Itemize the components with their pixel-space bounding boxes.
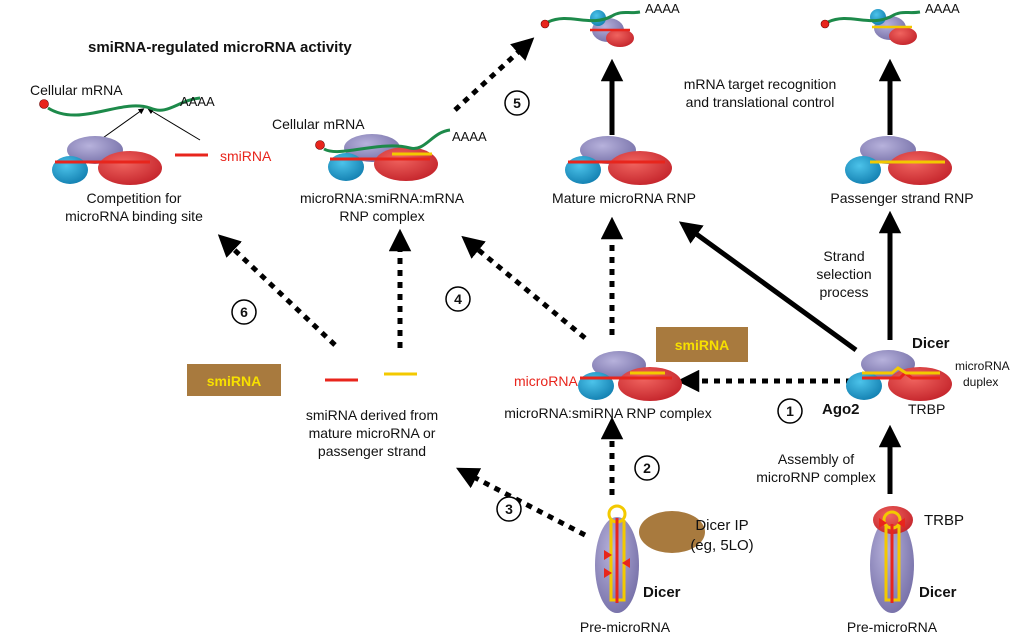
rnp-competition [52,136,162,185]
label-derived-2: mature microRNA or [309,425,436,441]
label-target-1: mRNA target recognition [684,76,837,92]
label-ago2: Ago2 [822,401,860,418]
rnp-top-center [540,10,641,47]
mrna-mid [323,128,451,154]
label-derived-3: passenger strand [318,443,426,459]
arrow-step4 [461,235,587,340]
arrow-duplex-to-mature [678,221,858,353]
diagram-title: smiRNA-regulated microRNA activity [88,39,352,56]
svg-text:2: 2 [643,460,651,476]
label-ternary-1: microRNA:smiRNA:mRNA [300,190,465,206]
label-strand-3: process [819,284,868,300]
rnp-passenger [845,136,952,185]
smirna-box-right [656,327,748,362]
step-circle-6: 6 [231,299,257,325]
label-smirna-box-right: smiRNA [675,337,729,353]
step-circle-5: 5 [504,90,530,116]
label-cellular-mrna-mid: Cellular mRNA [272,116,365,132]
svg-text:3: 3 [505,501,513,517]
label-dicer-bottom-right: Dicer [919,584,957,601]
step-markers: 1 2 3 4 5 6 [231,90,803,522]
label-competition-2: microRNA binding site [65,208,203,224]
label-mirsmi-rnp: microRNA:smiRNA RNP complex [504,405,711,421]
label-passenger-rnp: Passenger strand RNP [830,190,973,206]
rnp-ternary [328,134,438,181]
svg-text:5: 5 [513,95,521,111]
rnp-top-right [820,9,921,45]
pre-microrna-mid [595,504,705,613]
arrow-step3 [456,467,587,538]
label-trbp-1: TRBP [908,401,945,417]
label-polya-3: AAAA [645,1,680,16]
label-assembly-2: microRNP complex [756,469,876,485]
smirna-box-left [187,364,281,396]
label-smirna-box-left: smiRNA [207,373,261,389]
label-strand-1: Strand [823,248,864,264]
label-target-2: and translational control [686,94,835,110]
svg-text:4: 4 [454,291,462,307]
label-microrna-duplex-1: microRNA [955,359,1010,373]
arrow-step6 [217,234,337,347]
labels: Cellular mRNA AAAA smiRNA Competition fo… [30,1,1010,635]
label-trbp-2: TRBP [924,512,964,529]
svg-text:1: 1 [786,403,794,419]
label-dicer-bottom-mid: Dicer [643,584,681,601]
svg-text:6: 6 [240,304,248,320]
label-mature-rnp: Mature microRNA RNP [552,190,696,206]
pre-microrna-right [870,506,914,613]
label-ternary-2: RNP complex [339,208,424,224]
label-microrna-red: microRNA [514,373,578,389]
step-circle-2: 2 [634,455,660,481]
label-dicer-ip-2: (eg, 5LO) [690,537,753,554]
label-microrna-duplex-2: duplex [963,375,998,389]
label-smirna-red: smiRNA [220,148,272,164]
step-circle-3: 3 [496,496,522,522]
label-pre-microrna-right: Pre-microRNA [847,619,938,635]
step-circle-4: 4 [445,286,471,312]
label-polya-4: AAAA [925,1,960,16]
arrow-step5 [453,37,535,112]
label-dicer-ip-1: Dicer IP [695,517,748,534]
label-pre-microrna-mid: Pre-microRNA [580,619,671,635]
arrows [99,37,902,538]
label-polya-2: AAAA [452,129,487,144]
label-cellular-mrna-left: Cellular mRNA [30,82,123,98]
mrna-left [47,96,201,117]
rnp-mature [565,136,672,185]
rnp-duplex [846,350,952,401]
step-circle-1: 1 [777,398,803,424]
label-strand-2: selection [816,266,871,282]
label-assembly-1: Assembly of [778,451,854,467]
label-competition-1: Competition for [87,190,182,206]
label-dicer-top: Dicer [912,335,950,352]
label-polya-1: AAAA [180,94,215,109]
label-derived-1: smiRNA derived from [306,407,438,423]
rnp-mirna-smirna [578,351,682,401]
